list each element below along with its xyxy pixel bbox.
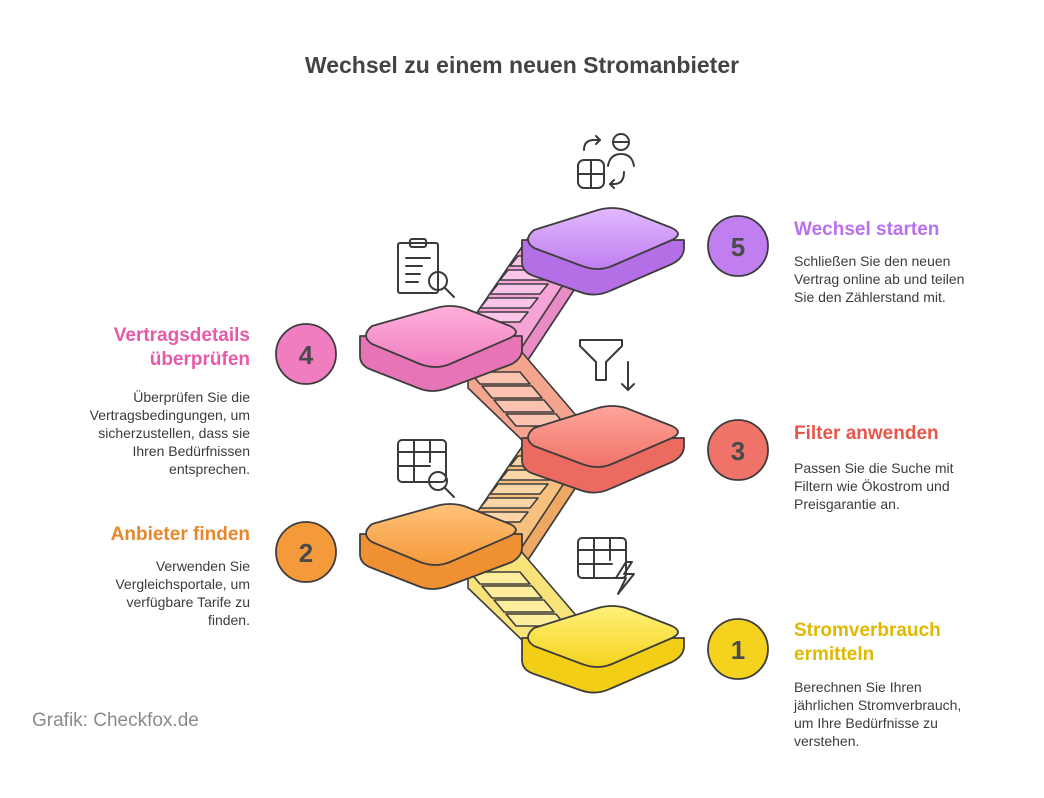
step-3-circle: [707, 419, 769, 481]
filter-arrow-icon: [579, 339, 635, 391]
platform-2: [359, 503, 523, 590]
step-1-description: Berechnen Sie Ihren jährlichen Stromverb…: [794, 679, 962, 749]
step-3-description: Passen Sie die Suche mit Filtern wie Öko…: [794, 460, 954, 512]
step-2-number: 2: [299, 538, 313, 568]
step-1-circle: [707, 618, 769, 680]
step-2-description: Verwenden Sie Vergleichsportale, um verf…: [115, 558, 250, 628]
step-4-title: Vertragsdetails überprüfen: [113, 325, 250, 370]
platform-3: [521, 405, 685, 494]
step-4-description: Überprüfen Sie die Vertragsbedingungen, …: [89, 389, 250, 477]
step-5-description: Schließen Sie den neuen Vertrag online a…: [794, 253, 965, 305]
credit-text: Grafik: Checkfox.de: [32, 710, 199, 731]
step-4-circle: [275, 323, 337, 385]
step-1-number: 1: [731, 635, 745, 665]
switch-exchange-icon: [577, 133, 635, 189]
step-2-circle: [275, 521, 337, 583]
page-title: Wechsel zu einem neuen Stromanbieter: [304, 52, 740, 78]
stairs-1-2: [467, 549, 581, 641]
clipboard-search-icon: [397, 238, 455, 298]
step-5-circle: [707, 215, 769, 277]
step-1-title: Stromverbrauch ermitteln: [794, 620, 941, 665]
step-3-title: Filter anwenden: [794, 423, 939, 444]
step-5-title: Wechsel starten: [794, 219, 940, 240]
table-search-icon: [397, 439, 455, 498]
platform-1: [521, 605, 685, 694]
step-2-title: Anbieter finden: [110, 524, 250, 545]
platform-5: [521, 207, 685, 296]
step-3-number: 3: [731, 436, 745, 466]
step-5-number: 5: [731, 232, 745, 262]
table-lightning-icon: [577, 537, 635, 595]
step-4-number: 4: [299, 340, 314, 370]
platform-4: [359, 305, 523, 392]
